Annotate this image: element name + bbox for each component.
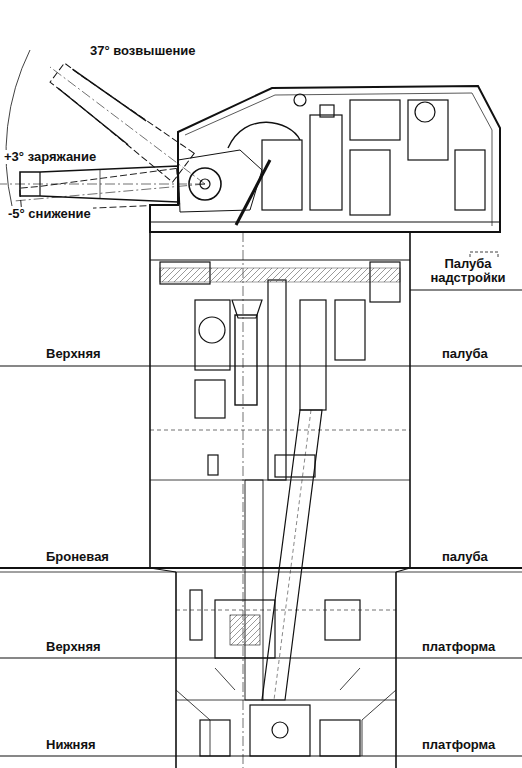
- angle-label: -5° снижение: [6, 207, 93, 221]
- angle-label: 37° возвышение: [88, 44, 198, 58]
- angle-label: +3° заряжание: [2, 150, 98, 164]
- deck-label: Нижняя: [44, 738, 98, 752]
- deck-label: платформа: [420, 640, 497, 654]
- deck-label: Верхняя: [44, 347, 103, 361]
- deck-label: Верхняя: [44, 640, 103, 654]
- deck-label: палуба: [440, 347, 490, 361]
- deck-label: Броневая: [44, 550, 111, 564]
- deck-label: платформа: [420, 738, 497, 752]
- deck-label: Палуба надстройки: [420, 257, 516, 286]
- deck-label: палуба: [440, 550, 490, 564]
